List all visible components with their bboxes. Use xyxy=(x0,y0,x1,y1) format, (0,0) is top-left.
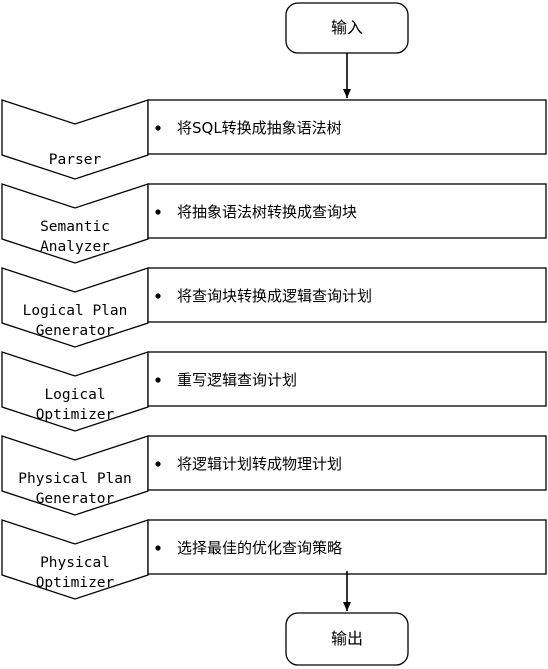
stage-description-box xyxy=(147,351,547,407)
stage-description: 将SQL转换成抽象语法树 xyxy=(177,119,342,137)
stage-description: 重写逻辑查询计划 xyxy=(177,371,297,389)
stage-chevron xyxy=(1,99,149,180)
stage-name-line: Physical xyxy=(40,555,110,571)
stage-description: 将抽象语法树转换成查询块 xyxy=(177,203,357,221)
stage-description: 将逻辑计划转成物理计划 xyxy=(177,455,342,473)
stage-chevron xyxy=(1,435,149,516)
bullet-icon xyxy=(155,293,161,299)
stage-description-box xyxy=(147,267,547,323)
stage-name-line: Physical Plan xyxy=(18,471,132,487)
stage-chevron xyxy=(1,267,149,348)
stage-description: 将查询块转换成逻辑查询计划 xyxy=(177,287,372,305)
stage-chevron xyxy=(1,351,149,432)
stage-name-line: Analyzer xyxy=(40,239,110,255)
output-label: 输出 xyxy=(331,629,363,648)
bullet-icon xyxy=(155,125,161,131)
stage-name-line: Generator xyxy=(36,323,115,339)
stage-description-box xyxy=(147,183,547,239)
output-node: 输出 xyxy=(285,612,409,666)
output-terminal-shape xyxy=(285,612,409,666)
bullet-icon xyxy=(155,377,161,383)
stage-name-line: Semantic xyxy=(40,219,110,235)
bullet-icon xyxy=(155,545,161,551)
stage-chevron xyxy=(1,519,149,600)
stages-list: 将SQL转换成抽象语法树 Parser 将抽象语法树转换成查询块 SemanticAn… xyxy=(1,99,547,600)
bullet-icon xyxy=(155,209,161,215)
stage-name-line: Logical xyxy=(44,387,105,403)
stage-name-line: Optimizer xyxy=(36,575,115,591)
stage-description-box xyxy=(147,99,547,155)
stage-name-line: Parser xyxy=(49,152,102,168)
bullet-icon xyxy=(155,461,161,467)
stage-name-line: Logical Plan xyxy=(23,303,128,319)
stage-name-line: Generator xyxy=(36,491,115,507)
input-node: 输入 xyxy=(285,2,409,54)
stage-1: 将SQL转换成抽象语法树 Parser xyxy=(1,99,547,180)
stage-name-line: Optimizer xyxy=(36,407,115,423)
stage-description-box xyxy=(147,435,547,491)
stage-description: 选择最佳的优化查询策略 xyxy=(177,539,342,557)
stage-chevron xyxy=(1,183,149,264)
input-label: 输入 xyxy=(331,18,363,37)
